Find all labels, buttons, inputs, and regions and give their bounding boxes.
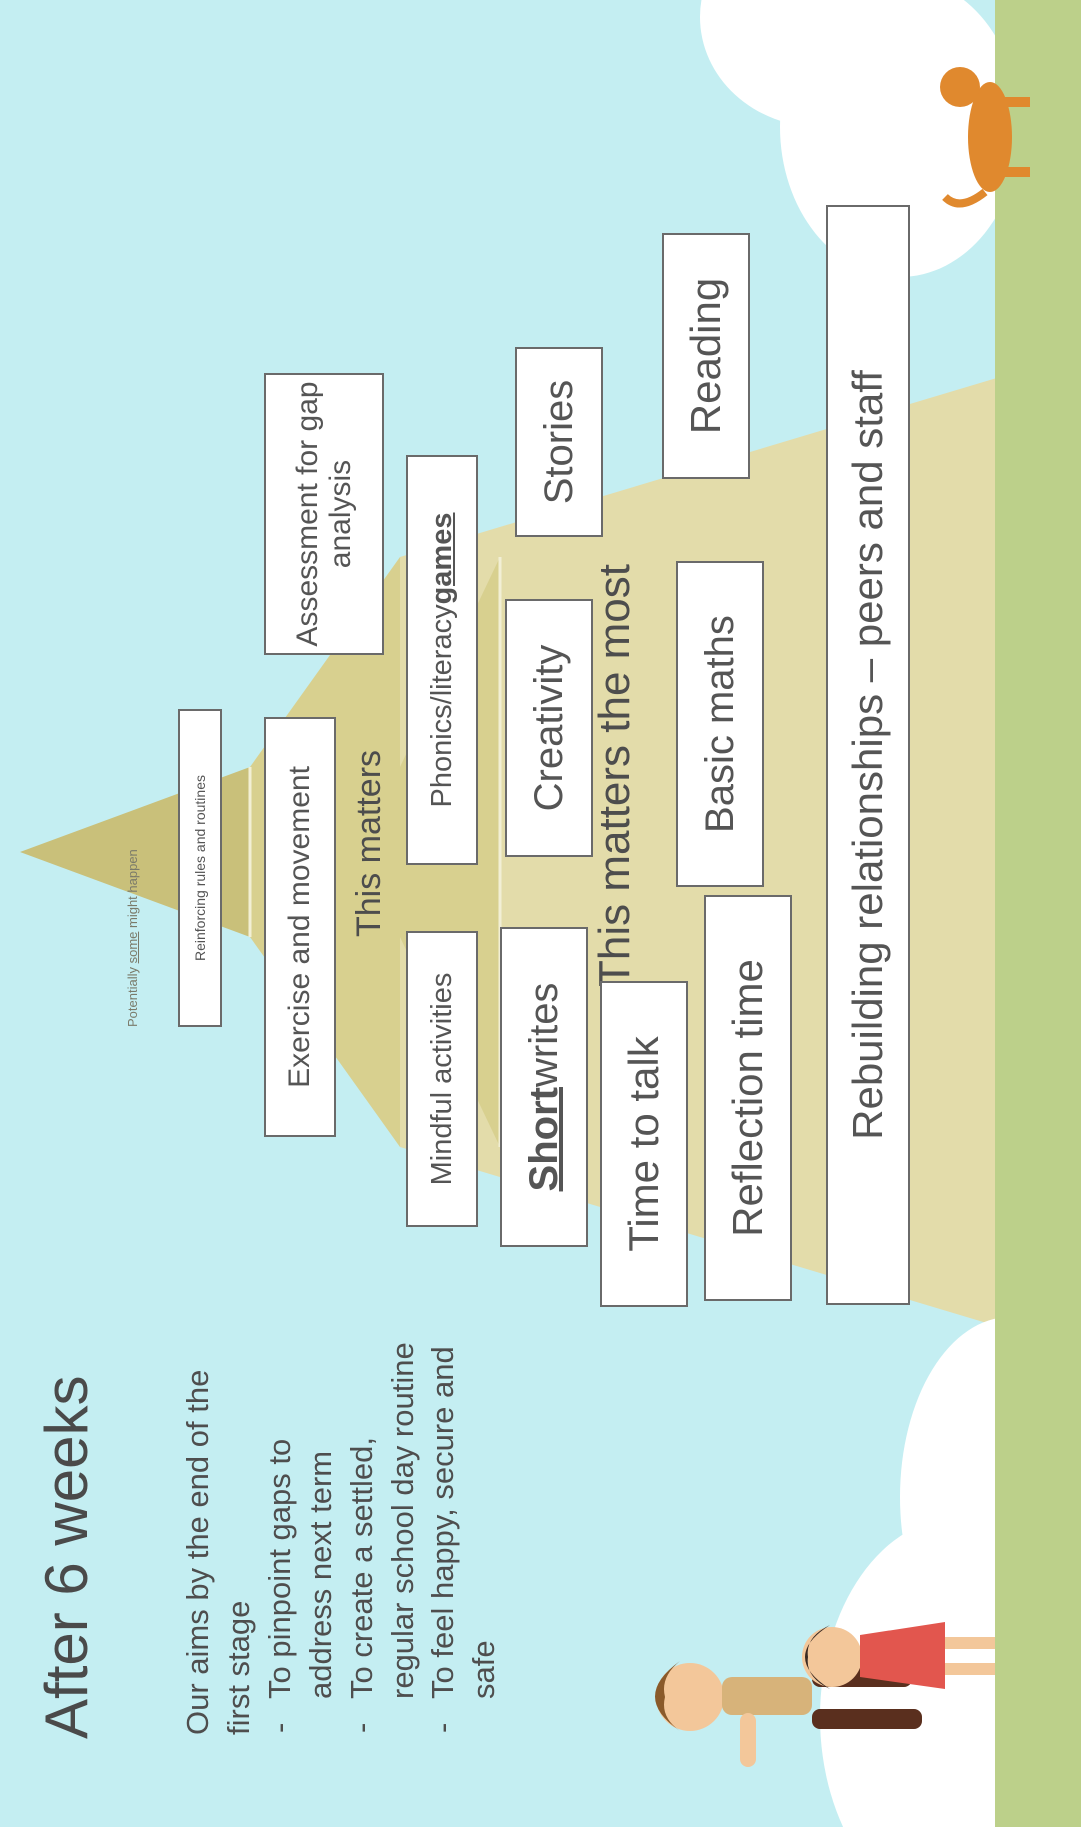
- assessment-box: Assessment for gap analysis: [264, 373, 384, 655]
- phonics-games-text: games: [425, 512, 458, 605]
- grass-strip: [995, 0, 1081, 1827]
- apex-label: Potentially some might happen: [125, 849, 140, 1027]
- apex-label-underlined: some: [125, 931, 140, 964]
- exercise-box: Exercise and movement: [264, 717, 336, 1137]
- phonics-text: Phonics/literacy: [425, 604, 458, 808]
- dog-figure: [940, 67, 1030, 208]
- tier-2-label: This matters: [350, 749, 388, 937]
- reinforcing-box: Reinforcing rules and routines: [178, 709, 222, 1027]
- stories-box: Stories: [515, 347, 603, 537]
- girl-figure: [802, 1622, 995, 1689]
- tier-3-label: This matters the most: [590, 563, 639, 987]
- reflection-box: Reflection time: [704, 895, 792, 1301]
- base-relationships-box: Rebuilding relationships – peers and sta…: [826, 205, 910, 1305]
- basic-maths-box: Basic maths: [676, 561, 764, 887]
- apex-label-suffix: might happen: [125, 849, 140, 932]
- cloud-shape: [700, 0, 940, 127]
- short-writes-box: Short writes: [500, 927, 588, 1247]
- writes-text: writes: [522, 982, 566, 1088]
- apex-label-prefix: Potentially: [125, 963, 140, 1027]
- mindful-box: Mindful activities: [406, 931, 478, 1227]
- phonics-box: Phonics/literacy games: [406, 455, 478, 865]
- time-to-talk-box: Time to talk: [600, 981, 688, 1307]
- short-bold-text: Short: [522, 1087, 566, 1192]
- creativity-box: Creativity: [505, 599, 593, 857]
- reading-box: Reading: [662, 233, 750, 479]
